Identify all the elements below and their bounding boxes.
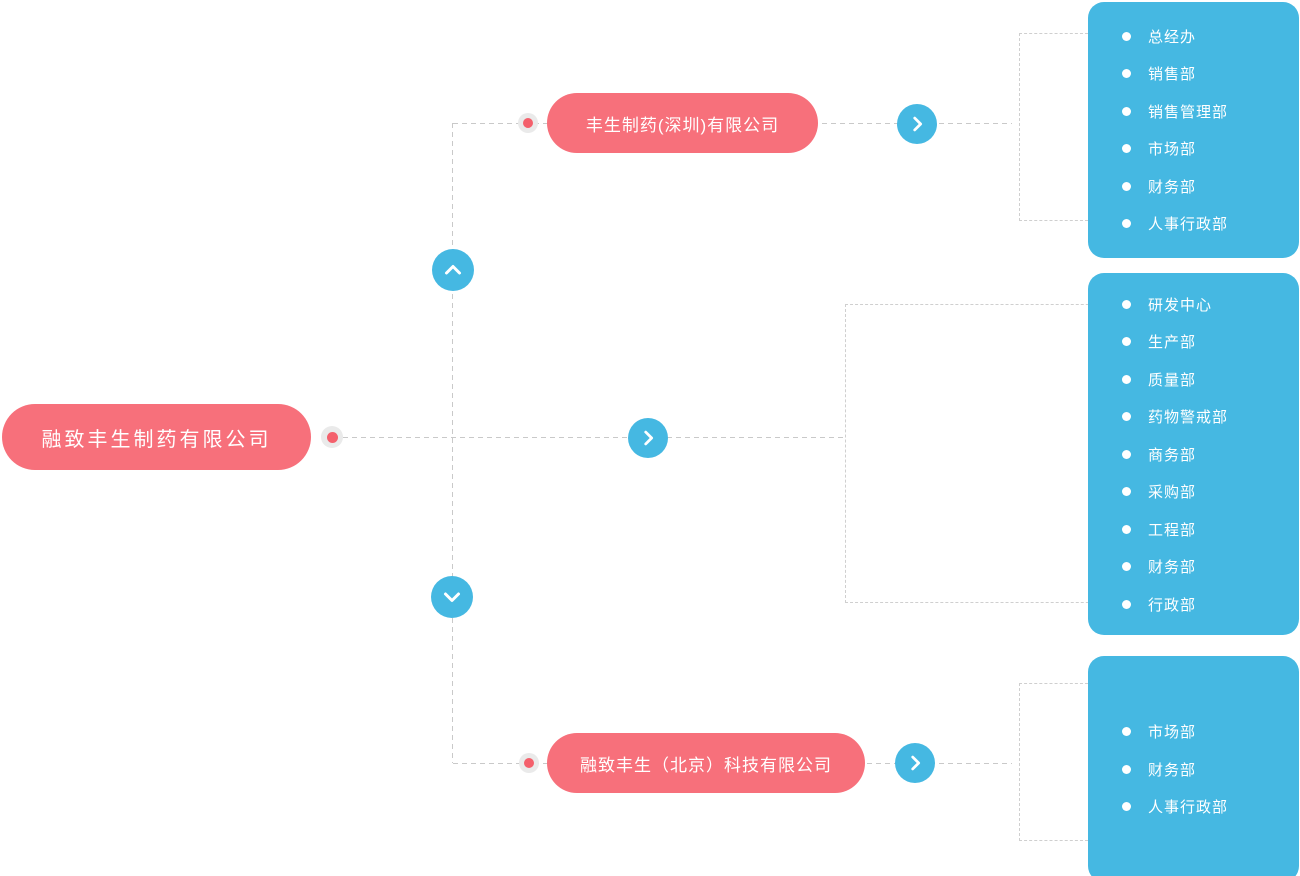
department-label: 研发中心 bbox=[1148, 296, 1213, 314]
department-item[interactable]: 市场部 bbox=[1122, 130, 1299, 168]
node-subsidiary-shenzhen-label: 丰生制药(深圳)有限公司 bbox=[585, 115, 780, 135]
expand-right-button-shenzhen[interactable] bbox=[897, 104, 937, 144]
department-label: 销售部 bbox=[1148, 66, 1197, 84]
department-label: 财务部 bbox=[1148, 559, 1197, 576]
department-panel-root: 研发中心生产部质量部药物警戒部商务部采购部工程部财务部行政部 bbox=[1088, 273, 1299, 635]
connector-line-trunk bbox=[452, 123, 453, 763]
bullet-icon bbox=[1122, 69, 1131, 79]
node-subsidiary-beijing-label: 融致丰生（北京）科技有限公司 bbox=[580, 755, 832, 775]
department-label: 质量部 bbox=[1148, 371, 1197, 389]
department-label: 人事行政部 bbox=[1148, 799, 1229, 816]
department-label: 市场部 bbox=[1148, 141, 1197, 159]
department-label: 销售管理部 bbox=[1148, 103, 1229, 121]
bullet-icon bbox=[1122, 337, 1131, 346]
department-item[interactable]: 药物警戒部 bbox=[1122, 398, 1299, 436]
department-item[interactable]: 采购部 bbox=[1122, 473, 1299, 511]
department-label: 药物警戒部 bbox=[1148, 409, 1229, 426]
bullet-icon bbox=[1122, 374, 1131, 384]
expand-right-button-beijing[interactable] bbox=[895, 743, 935, 783]
department-item[interactable]: 研发中心 bbox=[1122, 285, 1299, 323]
chevron-right-icon bbox=[904, 752, 926, 774]
bullet-icon bbox=[1122, 727, 1131, 736]
bullet-icon bbox=[1122, 106, 1131, 116]
department-item[interactable]: 市场部 bbox=[1122, 713, 1299, 751]
department-item[interactable]: 财务部 bbox=[1122, 548, 1299, 586]
department-panel-beijing: 市场部财务部人事行政部 bbox=[1088, 656, 1299, 876]
department-item[interactable]: 总经办 bbox=[1122, 18, 1299, 56]
department-item[interactable]: 生产部 bbox=[1122, 323, 1299, 361]
bullet-icon bbox=[1122, 219, 1131, 229]
bullet-icon bbox=[1122, 31, 1131, 41]
bullet-icon bbox=[1122, 144, 1131, 154]
department-label: 商务部 bbox=[1148, 446, 1197, 464]
department-label: 行政部 bbox=[1148, 596, 1197, 614]
chevron-right-icon bbox=[906, 113, 928, 135]
chevron-down-icon bbox=[440, 585, 464, 609]
expand-down-button[interactable] bbox=[431, 576, 473, 618]
department-panel-shenzhen: 总经办销售部销售管理部市场部财务部人事行政部 bbox=[1088, 2, 1299, 258]
bullet-icon bbox=[1122, 802, 1131, 811]
connector-line-root bbox=[343, 437, 845, 438]
connector-dot-beijing bbox=[519, 753, 539, 773]
department-label: 市场部 bbox=[1148, 724, 1197, 741]
bullet-icon bbox=[1122, 412, 1131, 421]
bullet-icon bbox=[1122, 764, 1131, 774]
department-label: 财务部 bbox=[1148, 178, 1197, 196]
node-subsidiary-shenzhen[interactable]: 丰生制药(深圳)有限公司 bbox=[547, 93, 818, 153]
department-label: 生产部 bbox=[1148, 334, 1197, 351]
chevron-up-icon bbox=[441, 258, 465, 282]
department-item[interactable]: 销售管理部 bbox=[1122, 93, 1299, 131]
department-label: 人事行政部 bbox=[1148, 216, 1229, 234]
expand-right-button-root[interactable] bbox=[628, 418, 668, 458]
dot-icon bbox=[523, 118, 533, 128]
bullet-icon bbox=[1122, 299, 1131, 309]
department-item[interactable]: 行政部 bbox=[1122, 585, 1299, 623]
department-item[interactable]: 商务部 bbox=[1122, 435, 1299, 473]
node-subsidiary-beijing[interactable]: 融致丰生（北京）科技有限公司 bbox=[547, 733, 865, 793]
department-item[interactable]: 财务部 bbox=[1122, 168, 1299, 206]
department-item[interactable]: 财务部 bbox=[1122, 750, 1299, 788]
node-root-company-label: 融致丰生制药有限公司 bbox=[41, 428, 272, 451]
bullet-icon bbox=[1122, 449, 1131, 459]
department-label: 工程部 bbox=[1148, 521, 1197, 539]
department-item[interactable]: 人事行政部 bbox=[1122, 788, 1299, 826]
dot-icon bbox=[326, 431, 338, 443]
node-root-company[interactable]: 融致丰生制药有限公司 bbox=[2, 404, 311, 470]
connector-dot-root bbox=[321, 426, 343, 448]
department-item[interactable]: 工程部 bbox=[1122, 510, 1299, 548]
department-item[interactable]: 销售部 bbox=[1122, 55, 1299, 93]
bullet-icon bbox=[1122, 562, 1131, 571]
department-item[interactable]: 人事行政部 bbox=[1122, 205, 1299, 243]
department-label: 总经办 bbox=[1148, 28, 1197, 46]
dot-icon bbox=[524, 758, 534, 768]
connector-dot-shenzhen bbox=[518, 113, 538, 133]
collapse-up-button[interactable] bbox=[432, 249, 474, 291]
bullet-icon bbox=[1122, 487, 1131, 496]
chevron-right-icon bbox=[637, 427, 659, 449]
bullet-icon bbox=[1122, 181, 1131, 191]
department-label: 采购部 bbox=[1148, 484, 1197, 501]
department-label: 财务部 bbox=[1148, 761, 1197, 779]
bullet-icon bbox=[1122, 599, 1131, 609]
bullet-icon bbox=[1122, 524, 1131, 534]
department-item[interactable]: 质量部 bbox=[1122, 360, 1299, 398]
